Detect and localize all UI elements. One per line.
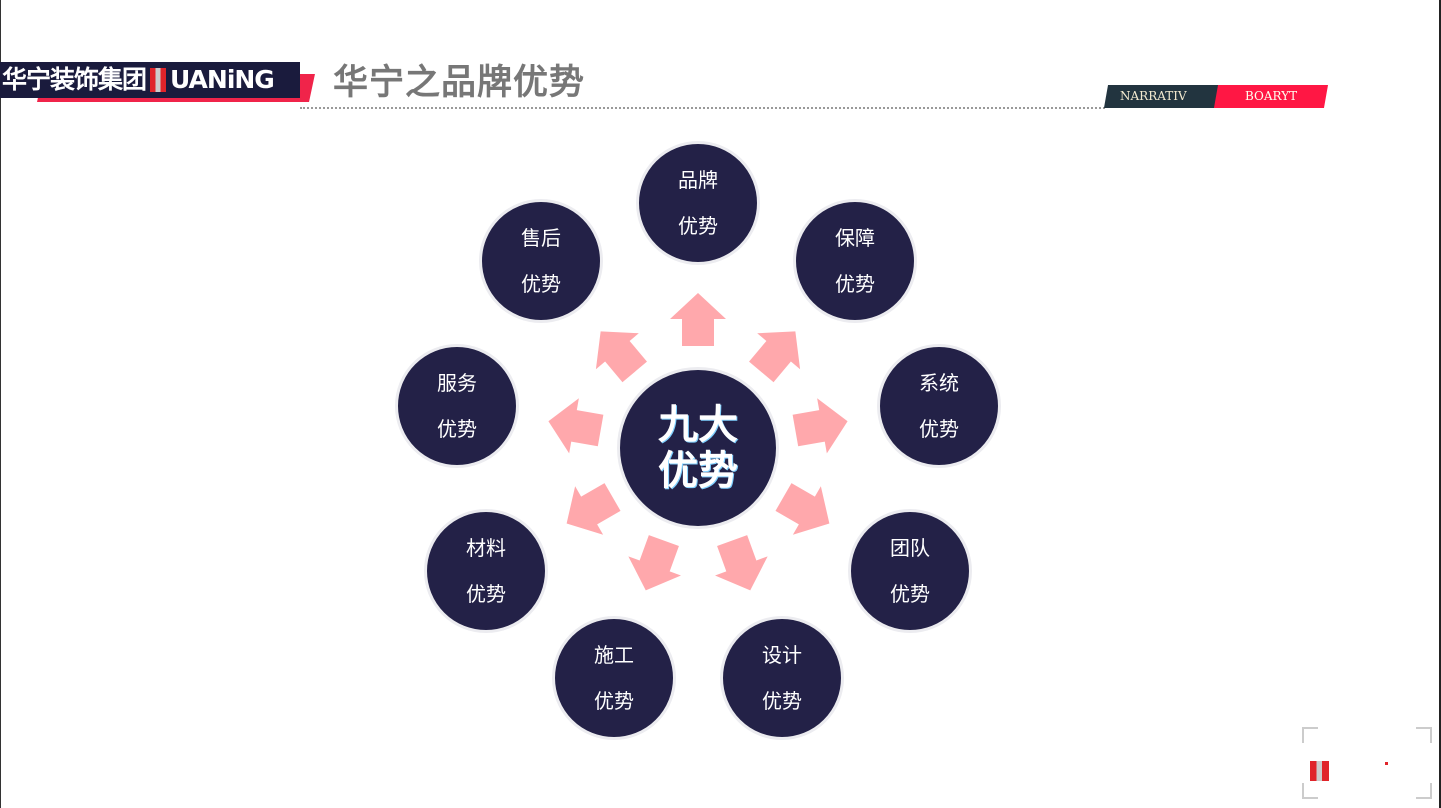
arrow-icon [579, 313, 657, 390]
frame-corner [1302, 783, 1318, 799]
arrow-icon [619, 530, 691, 600]
center-circle: 九大 优势 [617, 367, 779, 529]
circle-label: 优势 [919, 417, 959, 441]
circle-label: 保障 [835, 226, 875, 250]
circle-label: 优势 [890, 582, 930, 606]
frame-corner [1416, 783, 1432, 799]
arrow-icon [705, 530, 777, 600]
arrow-icon [670, 293, 726, 346]
circle-system: 系统优势 [877, 344, 1001, 468]
circle-label: 施工 [594, 643, 634, 667]
circle-label: 优势 [762, 689, 802, 713]
page-edge-left [0, 0, 1, 808]
arrow-icon [739, 313, 817, 390]
circle-label: 售后 [521, 226, 561, 250]
title-divider [300, 107, 1105, 109]
brand-mark-icon [1310, 761, 1329, 781]
logo-cn-text: 华宁装饰集团 [2, 65, 147, 94]
circle-guarantee: 保障优势 [793, 199, 917, 323]
circle-label: 优势 [521, 272, 561, 296]
circle-after-sales: 售后优势 [479, 199, 603, 323]
circle-materials: 材料优势 [424, 509, 548, 633]
logo-bars-icon [150, 68, 167, 92]
logo-en-text: UANiNG [170, 65, 275, 94]
circle-label: 优势 [678, 214, 718, 238]
circle-label: 优势 [594, 689, 634, 713]
circle-label: 服务 [437, 371, 477, 395]
circle-brand: 品牌优势 [636, 141, 760, 265]
arrow-icon [790, 393, 853, 459]
circle-label: 优势 [835, 272, 875, 296]
center-line1: 九大 [658, 402, 738, 448]
frame-corner [1416, 727, 1432, 743]
circle-label: 团队 [890, 536, 930, 560]
page-title: 华宁之品牌优势 [333, 63, 586, 103]
arrow-icon [543, 393, 606, 459]
page-edge-right [1439, 0, 1441, 808]
circle-construction: 施工优势 [552, 616, 676, 740]
circle-design: 设计优势 [720, 616, 844, 740]
circle-label: 优势 [466, 582, 506, 606]
circle-label: 品牌 [678, 168, 718, 192]
circle-label: 设计 [762, 643, 802, 667]
company-logo: 华宁装饰集团 UANiNG [0, 62, 300, 98]
circle-service: 服务优势 [395, 344, 519, 468]
circle-team: 团队优势 [848, 509, 972, 633]
red-dot [1385, 762, 1388, 765]
center-line2: 优势 [658, 448, 738, 494]
circle-label: 优势 [437, 417, 477, 441]
arrow-icon [552, 472, 627, 548]
frame-corner [1302, 727, 1318, 743]
circle-label: 系统 [919, 371, 959, 395]
circle-label: 材料 [466, 536, 506, 560]
arrow-icon [769, 472, 844, 548]
